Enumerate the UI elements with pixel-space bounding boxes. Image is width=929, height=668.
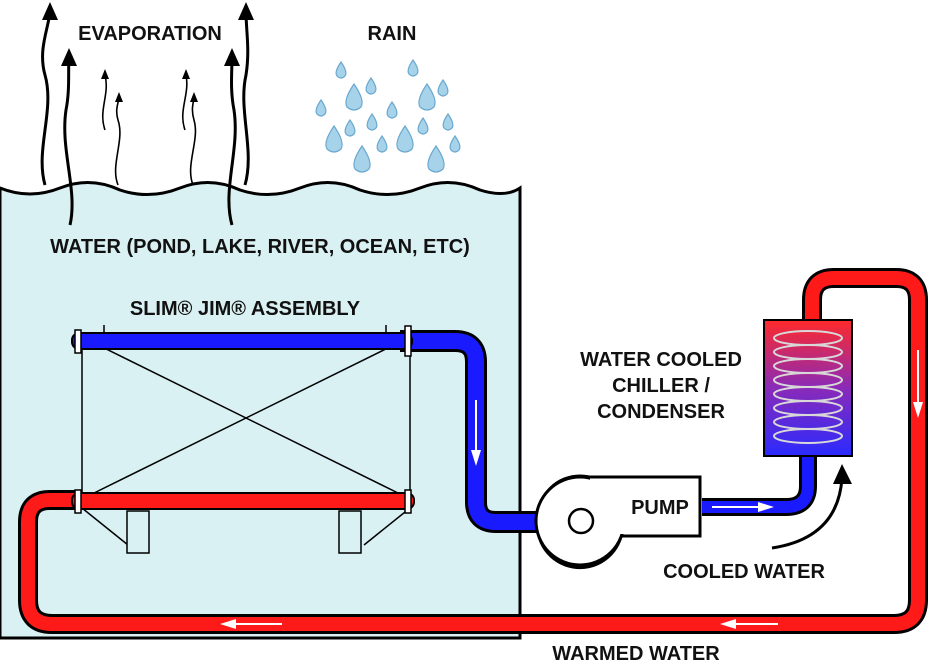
raindrop-icon <box>418 82 436 111</box>
flow-arrow-icon <box>720 619 736 629</box>
raindrop-icon <box>396 124 414 153</box>
evaporation-arrows <box>40 11 250 226</box>
cooled-water-arrowhead-icon <box>833 464 852 484</box>
raindrop-icon <box>449 134 461 153</box>
chiller-label-line1: WATER COOLED <box>580 349 742 371</box>
assembly-tubes <box>95 345 398 498</box>
pump-label: PUMP <box>631 497 689 519</box>
coil-icon <box>773 330 843 444</box>
cooled-water-pipe-fill <box>700 456 814 513</box>
assembly-foot-left <box>126 510 150 554</box>
small-evaporation-arrows <box>101 74 197 186</box>
flow-arrow-icon <box>913 402 923 418</box>
pump: PUMP <box>534 474 702 570</box>
rain-label: RAIN <box>368 23 417 45</box>
raindrop-icon <box>376 134 388 153</box>
chiller-label-line3: CONDENSER <box>597 401 725 423</box>
raindrop-icon <box>345 82 363 111</box>
evaporation-arrow-icon <box>242 11 250 186</box>
warmed-water-label: WARMED WATER <box>552 643 720 665</box>
raindrop-icon <box>407 58 419 77</box>
slim-jim-assembly <box>71 325 415 554</box>
raindrop-icon <box>366 112 378 131</box>
cooled-water-label: COOLED WATER <box>663 561 825 583</box>
assembly-foot-right <box>338 510 362 554</box>
raindrop-icon <box>442 112 454 131</box>
flow-arrow-icon <box>220 619 236 629</box>
cooled-water-pipe <box>700 456 817 516</box>
chiller-label-line2: CHILLER / <box>612 375 710 397</box>
evaporation-label: EVAPORATION <box>78 23 222 45</box>
raindrop-icon <box>417 116 429 135</box>
evaporation-arrow-icon <box>227 57 237 226</box>
water-body-label: WATER (POND, LAKE, RIVER, OCEAN, ETC) <box>50 236 470 258</box>
chiller-condenser <box>763 319 853 457</box>
evaporation-arrow-icon <box>63 57 74 226</box>
evaporation-arrowheads <box>42 2 254 66</box>
flow-arrows <box>220 350 923 629</box>
pump-impeller-icon <box>567 507 595 535</box>
assembly-label: SLIM® JIM® ASSEMBLY <box>130 298 361 320</box>
cooled-water-arrow <box>771 477 844 550</box>
raindrop-icon <box>335 60 347 79</box>
raindrop-icon <box>315 98 327 117</box>
evaporation-arrow-icon <box>40 11 52 186</box>
raindrop-icon <box>386 100 398 119</box>
raindrop-icon <box>353 144 371 173</box>
flow-arrow-icon <box>471 450 481 466</box>
raindrop-icon <box>344 118 356 137</box>
raindrop-icon <box>325 124 343 153</box>
warm-water-pipe-fill <box>21 271 925 631</box>
rain-drops <box>315 58 461 173</box>
raindrop-icon <box>427 144 445 173</box>
raindrop-icon <box>437 78 449 97</box>
raindrop-icon <box>365 76 377 95</box>
small-evaporation-arrowheads <box>101 69 198 102</box>
flow-arrow-icon <box>758 502 774 512</box>
